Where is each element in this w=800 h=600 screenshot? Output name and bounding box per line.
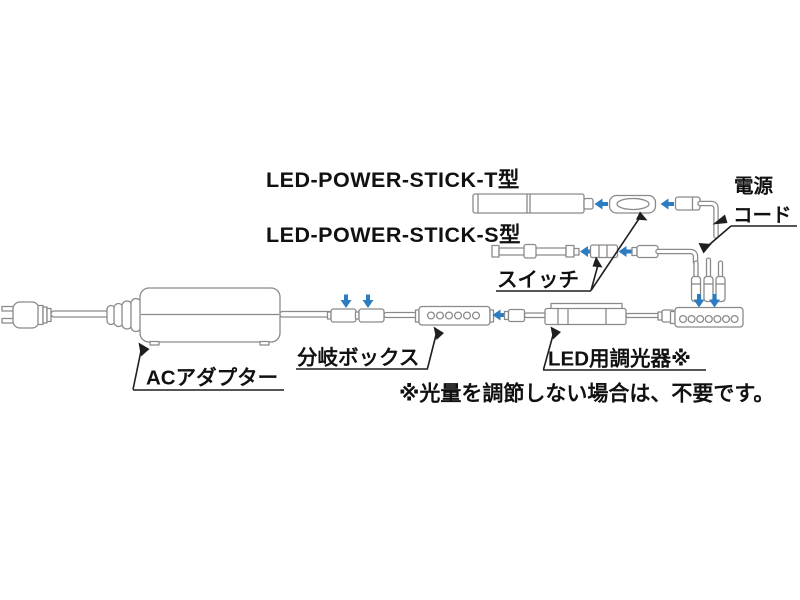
label-stick-s: LED-POWER-STICK-S型: [266, 223, 521, 247]
insert-arrow-icon: [618, 246, 632, 257]
label-stick-t: LED-POWER-STICK-T型: [266, 168, 520, 192]
pointer-arrow-icon: [433, 326, 444, 340]
power-plug: [1, 301, 111, 329]
ac-adapter: [106, 287, 333, 346]
plug-prong: [1, 305, 15, 312]
insert-arrow-icon: [362, 294, 374, 308]
port: [730, 314, 739, 324]
connector: [330, 308, 357, 323]
adapter-cable: [279, 310, 333, 318]
pointer-arrow-icon: [712, 214, 728, 225]
plugs: [690, 257, 726, 308]
port: [678, 314, 688, 324]
port: [721, 314, 731, 324]
callout-switch: [496, 211, 648, 292]
insert-arrow-icon: [709, 294, 720, 308]
callout-branch-box: [296, 326, 444, 370]
port: [453, 311, 463, 320]
pointer-arrow-icon: [636, 211, 648, 221]
port: [696, 314, 705, 324]
connector: [636, 244, 659, 259]
label-led-dimmer: LED用調光器※: [548, 347, 691, 371]
callout-led-dimmer: [542, 326, 706, 371]
dimmer-connector: [503, 308, 547, 323]
label-power-cord-1: 電源: [734, 175, 774, 198]
label-power-cord-2: コード: [733, 205, 792, 227]
power-strip: [657, 306, 744, 328]
cord-connector-t: [674, 196, 719, 239]
dimmer-body: [544, 307, 627, 326]
label-ac-adapter: ACアダプター: [146, 366, 278, 390]
callout-power-cord: [698, 214, 797, 254]
pointer-arrow-icon: [138, 342, 150, 357]
led-dimmer: [544, 302, 660, 326]
switch-button: [616, 197, 650, 211]
plug-prong: [1, 317, 15, 324]
pointer-arrow-icon: [698, 243, 712, 254]
stick-t-body: [472, 193, 585, 214]
stick-t: [472, 193, 594, 214]
insert-arrow-icon: [580, 246, 594, 257]
branch-connectors: [326, 294, 420, 323]
stick-s: [491, 243, 580, 259]
label-switch: スイッチ: [497, 269, 579, 292]
callout-ac-adapter: [132, 342, 284, 391]
insert-arrow-icon: [594, 198, 608, 210]
plug: [703, 275, 714, 303]
port: [444, 311, 454, 320]
connector: [674, 196, 701, 211]
label-branch-box: 分岐ボックス: [297, 346, 419, 370]
port: [471, 311, 481, 320]
port: [426, 311, 436, 320]
insert-arrow-icon: [693, 294, 705, 308]
port: [435, 311, 445, 320]
pointer-arrow-icon: [592, 256, 603, 268]
plug-cable: [50, 310, 111, 318]
power-cord-s: [655, 248, 699, 265]
switch-t: [608, 194, 657, 214]
plug: [715, 275, 726, 303]
branch-box: [414, 305, 495, 326]
insert-arrow-icon: [340, 294, 352, 308]
port: [704, 314, 713, 324]
pointer-arrow-icon: [550, 326, 561, 340]
note-text: ※光量を調節しない場合は、不要です。: [399, 382, 774, 406]
power-cord-t: [697, 200, 719, 239]
connector: [507, 308, 526, 323]
plug-body: [12, 301, 40, 329]
insert-arrow-icon: [492, 309, 506, 321]
connector: [358, 308, 385, 323]
insert-arrow-icon: [660, 198, 674, 210]
port: [713, 314, 722, 324]
port: [687, 314, 696, 324]
cord-connector-s: [631, 244, 699, 265]
port: [462, 311, 472, 320]
